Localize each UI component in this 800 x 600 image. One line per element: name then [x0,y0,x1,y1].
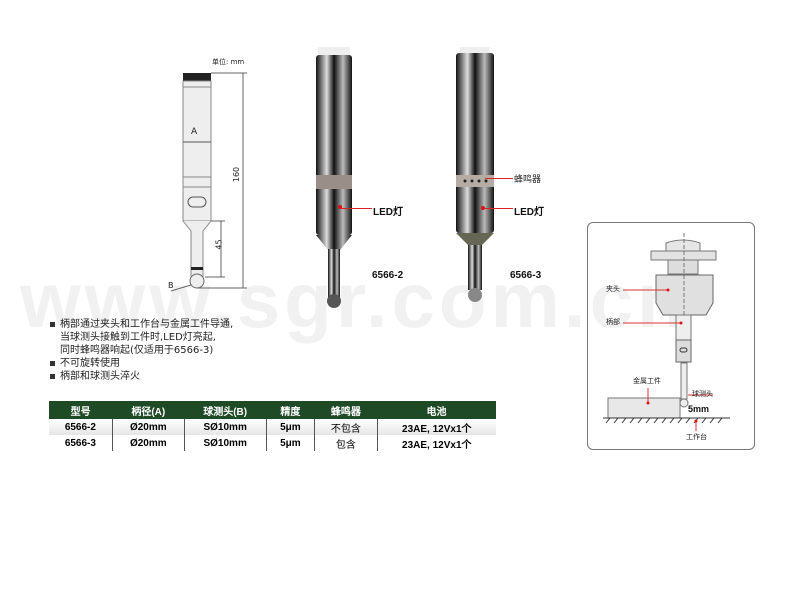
feature-line: 当球测头接触到工件时,LED灯亮起, [60,332,216,343]
workpiece-label: 金属工件 [633,377,661,385]
table-header: 型号 柄径(A) 球测头(B) 精度 蜂鸣器 电池 [49,401,496,419]
header-cell: 电池 [377,401,496,419]
feature-line: 柄部通过夹头和工作台与金属工件导通, [60,319,234,330]
watermark: www.sgr.com.cn [20,256,689,344]
cell: SØ10mm [184,419,267,435]
application-diagram: 夹头 柄部 金属工件 球测头 5mm 工作台 [587,222,755,450]
label-a: A [191,127,198,137]
model-label-6566-3: 6566-3 [510,270,542,281]
cell: 5μm [266,419,316,435]
usage-illustration [603,233,730,431]
led-pointer-6566-3 [485,208,513,209]
led-pointer-6566-2 [340,208,372,209]
unit-label: 单位: mm [212,58,245,66]
feature-line: 柄部和球测头淬火 [60,371,140,382]
cell: 包含 [314,435,378,451]
dim-tip: 45 [214,239,224,250]
header-cell: 球测头(B) [184,401,267,419]
cell: Ø20mm [112,435,185,451]
cell: 5μm [266,435,316,451]
cell: 不包含 [314,419,378,435]
header-cell: 蜂鸣器 [314,401,378,419]
buzzer-pointer [485,178,513,179]
cell: 6566-2 [49,419,113,435]
feature-list: 柄部通过夹头和工作台与金属工件导通, 当球测头接触到工件时,LED灯亮起, 同时… [48,318,233,383]
label-b: B [168,281,174,290]
table-row: 6566-2 Ø20mm SØ10mm 5μm 不包含 23AE, 12Vx1个 [49,419,496,435]
dim-total: 160 [232,166,242,183]
feature-line: 不可旋转使用 [60,358,120,369]
spec-table: 型号 柄径(A) 球测头(B) 精度 蜂鸣器 电池 6566-2 Ø20mm S… [49,401,496,451]
led-label-6566-3: LED灯 [514,207,544,218]
probe-label: 球测头 [692,390,713,398]
feature-item: 不可旋转使用 [48,357,233,370]
cell: 23AE, 12Vx1个 [402,439,472,451]
table-label: 工作台 [686,433,707,441]
chuck-label: 夹头 [606,285,620,293]
header-cell: 柄径(A) [112,401,185,419]
feature-item: 柄部和球测头淬火 [48,370,233,383]
product-photo-6566-3 [456,47,494,302]
cell: 6566-3 [49,435,113,451]
product-photo-6566-2 [316,47,352,308]
feature-line: 同时蜂鸣器响起(仅适用于6566-3) [60,345,214,356]
shank-label: 柄部 [606,318,620,326]
cell: Ø20mm [112,419,185,435]
model-label-6566-2: 6566-2 [372,270,404,281]
buzzer-label-6566-3: 蜂鸣器 [514,175,542,185]
probe-outline-drawing [170,72,247,292]
header-cell: 型号 [49,401,113,419]
header-cell: 精度 [266,401,315,419]
cell: 23AE, 12Vx1个 [377,419,496,435]
led-label-6566-2: LED灯 [373,207,403,218]
gap-label: 5mm [688,404,710,414]
table-row: 6566-3 Ø20mm SØ10mm 5μm 包含 23AE, 12Vx1个 [49,435,496,451]
feature-item: 柄部通过夹头和工作台与金属工件导通, 当球测头接触到工件时,LED灯亮起, 同时… [48,318,233,357]
cell: SØ10mm [184,435,267,451]
